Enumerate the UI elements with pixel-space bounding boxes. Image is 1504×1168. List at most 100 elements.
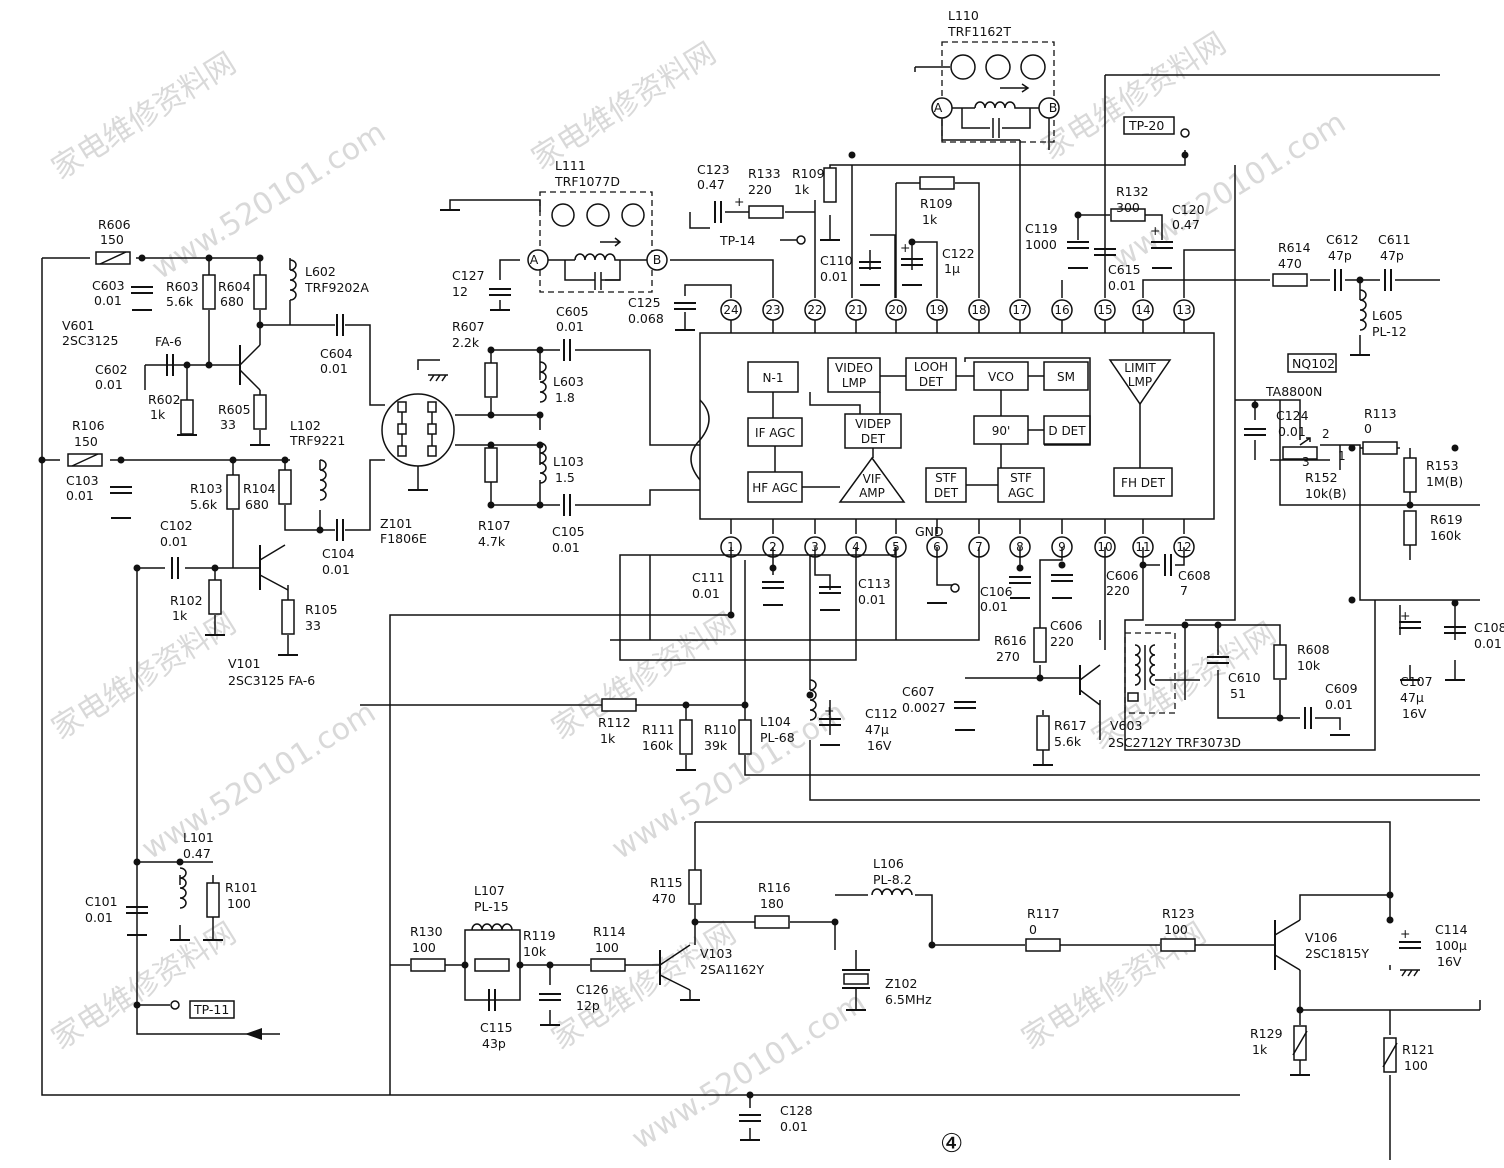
svg-text:R114: R114 bbox=[593, 924, 626, 939]
c604-symbol bbox=[336, 313, 344, 337]
c102-symbol bbox=[171, 556, 179, 580]
svg-text:L102: L102 bbox=[290, 418, 321, 433]
l103-symbol bbox=[539, 442, 547, 484]
v101-ref: V101 bbox=[228, 656, 260, 671]
svg-text:0.01: 0.01 bbox=[1474, 636, 1502, 651]
block-label: STF bbox=[935, 471, 957, 485]
svg-text:L605: L605 bbox=[1372, 308, 1403, 323]
svg-text:PL-15: PL-15 bbox=[474, 899, 509, 914]
svg-text:R602: R602 bbox=[148, 392, 181, 407]
svg-text:0.01: 0.01 bbox=[322, 562, 350, 577]
r109b-symbol bbox=[919, 176, 955, 190]
svg-text:220: 220 bbox=[1106, 583, 1130, 598]
svg-text:16V: 16V bbox=[867, 738, 892, 753]
svg-text:100: 100 bbox=[1164, 922, 1188, 937]
svg-text:C124: C124 bbox=[1276, 408, 1309, 423]
ic-pin-top: 17 bbox=[1009, 299, 1031, 321]
r117-symbol bbox=[1025, 938, 1061, 952]
block-sm bbox=[1043, 361, 1089, 391]
block-label: HF AGC bbox=[752, 481, 797, 495]
svg-text:10k: 10k bbox=[523, 944, 547, 959]
polarity-mark: + bbox=[1400, 926, 1410, 941]
block-label: IF AGC bbox=[755, 426, 795, 440]
polarity-mark: + bbox=[900, 240, 910, 255]
svg-text:C607: C607 bbox=[902, 684, 935, 699]
svg-text:R104: R104 bbox=[243, 481, 276, 496]
svg-text:43p: 43p bbox=[482, 1036, 506, 1051]
r602-symbol bbox=[180, 399, 194, 435]
svg-text:100μ: 100μ bbox=[1435, 938, 1467, 953]
wiring bbox=[41, 74, 1481, 1160]
svg-text:R106: R106 bbox=[72, 418, 105, 433]
svg-text:R107: R107 bbox=[478, 518, 511, 533]
l102-symbol bbox=[319, 459, 327, 501]
svg-text:R604: R604 bbox=[218, 279, 251, 294]
l110-symbol bbox=[914, 41, 1060, 150]
svg-text:R102: R102 bbox=[170, 593, 203, 608]
c603-symbol bbox=[130, 286, 154, 294]
svg-text:100: 100 bbox=[412, 940, 436, 955]
z102-symbol bbox=[842, 965, 870, 995]
r102-symbol bbox=[208, 579, 222, 615]
svg-text:1k: 1k bbox=[172, 608, 188, 623]
z102-ref: Z102 bbox=[885, 976, 917, 991]
l604-symbol bbox=[1124, 632, 1200, 714]
svg-text:R119: R119 bbox=[523, 928, 556, 943]
svg-text:C104: C104 bbox=[322, 546, 355, 561]
ic-ref: NQ102 bbox=[1292, 356, 1335, 371]
svg-text:C611: C611 bbox=[1378, 232, 1411, 247]
svg-text:0.01: 0.01 bbox=[692, 586, 720, 601]
watermark-url: www.520101.com bbox=[606, 695, 852, 867]
block-vco bbox=[973, 361, 1029, 391]
svg-text:1k: 1k bbox=[922, 212, 938, 227]
block-videp-det bbox=[844, 413, 902, 449]
svg-text:0: 0 bbox=[1364, 421, 1372, 436]
ic-ref-box bbox=[1287, 353, 1337, 373]
svg-text:0.47: 0.47 bbox=[697, 177, 725, 192]
svg-text:C127: C127 bbox=[452, 268, 485, 283]
l107-symbol bbox=[471, 923, 513, 931]
svg-text:R113: R113 bbox=[1364, 406, 1397, 421]
svg-text:R116: R116 bbox=[758, 880, 791, 895]
svg-text:160k: 160k bbox=[642, 738, 674, 753]
z101-part: F1806E bbox=[380, 531, 427, 546]
svg-text:TRF9221: TRF9221 bbox=[289, 433, 345, 448]
r112-symbol bbox=[601, 698, 637, 712]
ic-pin-number: 22 bbox=[807, 303, 822, 317]
r116-symbol bbox=[754, 915, 790, 929]
c114-symbol bbox=[1398, 941, 1422, 949]
ic-pin-number: 21 bbox=[848, 303, 863, 317]
block-stf-agc bbox=[997, 467, 1045, 503]
ic-pin-number: 17 bbox=[1012, 303, 1027, 317]
c119-symbol bbox=[1066, 241, 1090, 249]
svg-text:C604: C604 bbox=[320, 346, 353, 361]
svg-text:1.5: 1.5 bbox=[555, 470, 575, 485]
svg-text:47p: 47p bbox=[1380, 248, 1404, 263]
svg-text:0.47: 0.47 bbox=[183, 846, 211, 861]
block-label: VIF bbox=[863, 472, 882, 486]
ic-pin-top: 20 bbox=[885, 299, 907, 321]
svg-text:470: 470 bbox=[652, 891, 676, 906]
v601-part: 2SC3125 bbox=[62, 333, 118, 348]
c104-symbol bbox=[336, 518, 344, 542]
r110-symbol bbox=[738, 719, 752, 755]
watermark-url: www.520101.com bbox=[136, 695, 382, 867]
svg-text:150: 150 bbox=[74, 434, 98, 449]
svg-text:1k: 1k bbox=[1252, 1042, 1268, 1057]
r616-symbol bbox=[1033, 627, 1047, 663]
c106-symbol bbox=[1008, 576, 1032, 584]
ic-pin-number: 13 bbox=[1176, 303, 1191, 317]
l106-symbol bbox=[871, 888, 913, 896]
svg-text:C606: C606 bbox=[1050, 618, 1083, 633]
svg-text:R109: R109 bbox=[792, 166, 825, 181]
svg-text:R109: R109 bbox=[920, 196, 953, 211]
r101-symbol bbox=[206, 882, 220, 918]
svg-text:100: 100 bbox=[1404, 1058, 1428, 1073]
svg-text:2: 2 bbox=[1322, 427, 1330, 441]
svg-text:0.47: 0.47 bbox=[1172, 217, 1200, 232]
block-label: SM bbox=[1057, 370, 1075, 384]
block-label: DET bbox=[861, 432, 886, 446]
block-d-det bbox=[1043, 415, 1091, 445]
v106-ref: V106 bbox=[1305, 930, 1337, 945]
